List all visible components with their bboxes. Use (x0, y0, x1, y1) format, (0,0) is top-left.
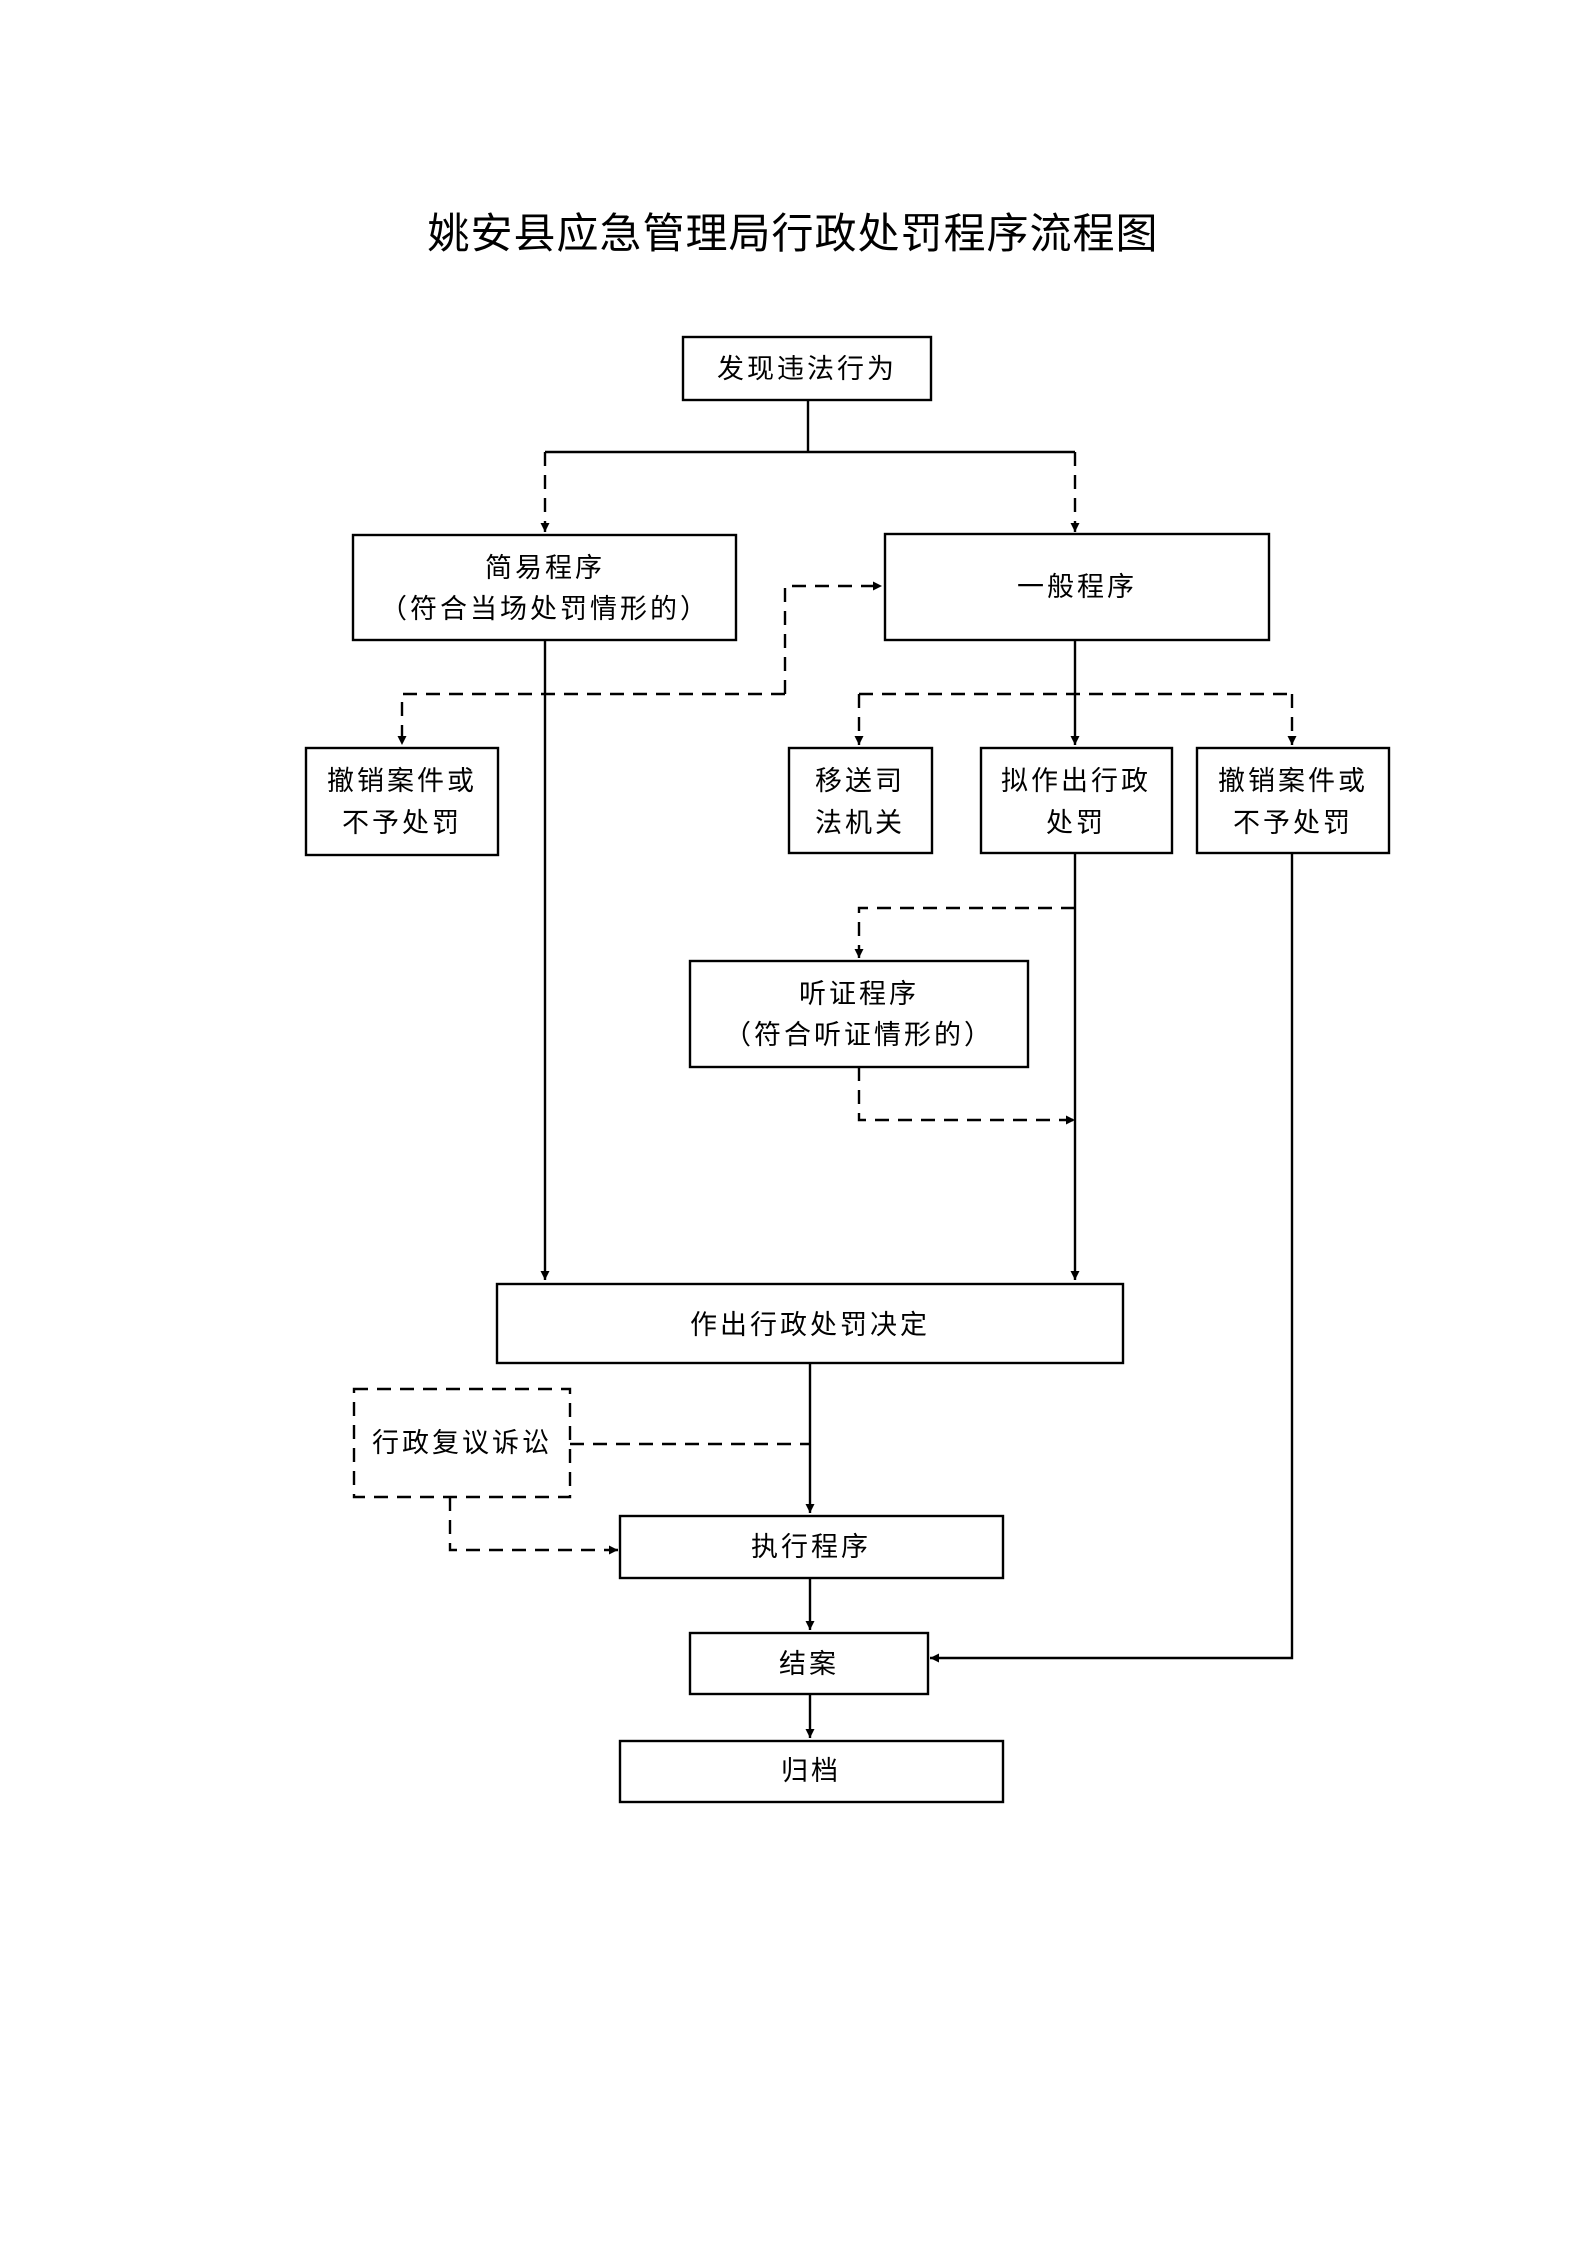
node-review-label: 行政复议诉讼 (372, 1428, 552, 1459)
node-general-label: 一般程序 (1017, 572, 1137, 603)
arrow-revoke-right-to-close (930, 853, 1294, 1663)
node-close-box (688, 1631, 930, 1696)
node-propose-box (979, 746, 1174, 855)
arrow-to-revoke-left (397, 692, 785, 745)
node-revoke-left-box (304, 746, 500, 857)
node-revoke-right-label-2: 不予处罚 (1233, 808, 1353, 839)
node-simple-box (351, 533, 738, 642)
page-title: 姚安县应急管理局行政处罚程序流程图 (427, 209, 1158, 258)
arrow-hearing-return (857, 1067, 1075, 1125)
node-hearing-label-2: （符合听证情形的） (724, 1020, 994, 1051)
node-hearing-label-1: 听证程序 (799, 979, 919, 1010)
node-propose-label-1: 拟作出行政 (1001, 766, 1151, 797)
node-revoke-left-label-1: 撤销案件或 (327, 766, 477, 797)
node-execute-label: 执行程序 (751, 1532, 871, 1563)
node-decision-box (495, 1282, 1125, 1365)
node-discover-box (681, 335, 933, 402)
node-archive-label: 归档 (781, 1756, 841, 1787)
node-revoke-right-box (1195, 746, 1391, 855)
node-hearing-box (688, 959, 1030, 1069)
node-transfer-label-1: 移送司 (815, 766, 905, 797)
node-revoke-right-label-1: 撤销案件或 (1218, 766, 1368, 797)
node-simple-label-2: （符合当场处罚情形的） (380, 594, 710, 625)
node-discover-label: 发现违法行为 (717, 354, 897, 385)
node-propose-label-2: 处罚 (1046, 808, 1106, 839)
node-transfer-label-2: 法机关 (815, 808, 905, 839)
node-transfer-box (787, 746, 934, 855)
arrow-review-to-execute (448, 1497, 618, 1555)
node-general-box (883, 532, 1271, 642)
node-archive-box (618, 1739, 1005, 1804)
node-review-box (352, 1387, 572, 1499)
arrow-to-general-from-left (783, 581, 882, 694)
node-decision-label: 作出行政处罚决定 (690, 1310, 930, 1341)
arrow-to-hearing (854, 906, 1075, 958)
node-revoke-left-label-2: 不予处罚 (342, 808, 462, 839)
node-simple-label-1: 简易程序 (485, 553, 605, 584)
node-execute-box (618, 1514, 1005, 1580)
node-close-label: 结案 (779, 1649, 839, 1680)
